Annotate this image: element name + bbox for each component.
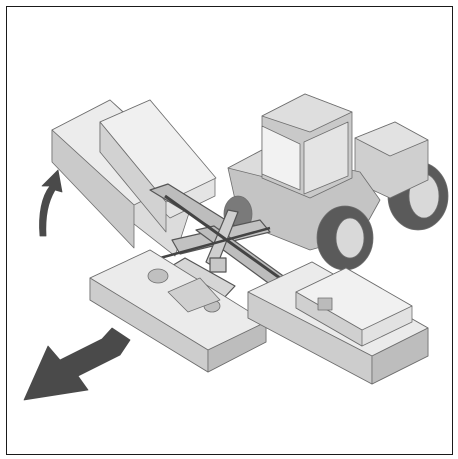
- tractor-cab: [261, 93, 353, 199]
- tractor: [223, 93, 449, 271]
- lowered-deck-right: [247, 261, 429, 385]
- lowered-deck-left: [89, 249, 267, 373]
- front-wheel: [316, 205, 374, 271]
- direction-arrow-icon: [23, 327, 131, 401]
- curved-up-arrow-icon: [39, 169, 63, 237]
- raised-deck-inner: [99, 99, 217, 233]
